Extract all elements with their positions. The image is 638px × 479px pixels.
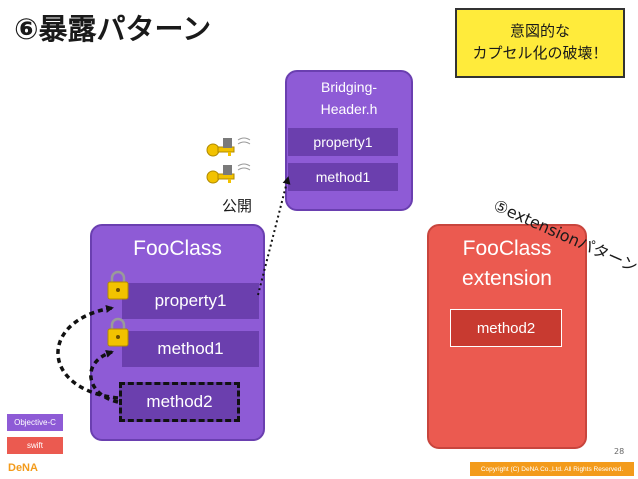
page-number: 28	[614, 447, 625, 456]
dena-logo: DeNA	[8, 462, 38, 474]
foo-class-method1: method1	[122, 331, 259, 367]
key-icon-2	[206, 163, 251, 184]
slide-title: ⑥暴露パターン	[14, 12, 212, 46]
foo-class-extension-method2: method2	[450, 309, 562, 347]
legend-swift: swift	[7, 437, 63, 454]
bridging-header-title: Bridging- Header.h	[287, 76, 411, 121]
foo-class-extension-title: FooClass extension	[429, 234, 585, 295]
key-icon-1	[206, 137, 251, 157]
callout-box: 意図的な カプセル化の破壊！	[455, 8, 625, 78]
padlock-icon-1	[107, 270, 129, 300]
foo-class-method2: method2	[119, 382, 240, 422]
copyright-bar: Copyright (C) DeNA Co.,Ltd. All Rights R…	[470, 462, 634, 476]
foo-class-extension-title-line-1: FooClass	[462, 237, 552, 260]
callout-line-1: 意図的な	[509, 22, 570, 41]
bridging-header-title-line-2: Header.h	[320, 101, 378, 118]
access-arrow-to-method1	[89, 349, 119, 404]
bridging-header-property1: property1	[288, 128, 398, 156]
bridging-header-method1: method1	[288, 163, 398, 191]
legend-objc: Objective-C	[7, 414, 63, 431]
foo-class-extension-title-line-2: extension	[462, 267, 552, 291]
foo-class-property1: property1	[122, 283, 259, 319]
callout-line-2: カプセル化の破壊！	[472, 44, 608, 62]
bridging-header-title-line-1: Bridging-	[320, 79, 378, 95]
access-arrow-to-property1	[56, 305, 119, 400]
public-arrow	[257, 176, 291, 296]
public-label: 公開	[222, 197, 253, 215]
padlock-icon-2	[107, 317, 129, 347]
foo-class-title: FooClass	[133, 237, 222, 260]
